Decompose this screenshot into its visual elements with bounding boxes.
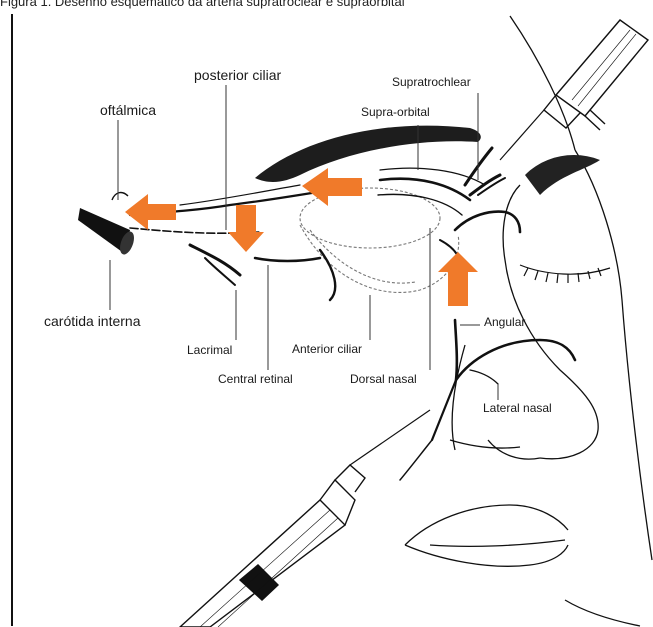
label-oftalmica: oftálmica: [100, 103, 156, 117]
artery-network: [130, 148, 575, 480]
label-lateral-nasal: Lateral nasal: [483, 402, 552, 414]
left-eyebrow: [255, 126, 481, 182]
arrow-left-supraorbital: [302, 168, 362, 206]
face-outline: [405, 16, 652, 626]
label-lacrimal: Lacrimal: [187, 344, 232, 356]
label-central-retinal: Central retinal: [218, 373, 293, 385]
label-supra-orbital: Supra-orbital: [361, 106, 430, 118]
eye-globe: [300, 188, 459, 292]
label-anterior-ciliar: Anterior ciliar: [292, 343, 362, 355]
label-supratrochlear: Supratrochlear: [392, 76, 471, 88]
arrow-up-angular: [438, 252, 478, 306]
syringe-bottom-icon: [180, 410, 430, 627]
arrow-down-lacrimal: [228, 205, 264, 252]
label-dorsal-nasal: Dorsal nasal: [350, 373, 417, 385]
closed-eye-icon: [520, 265, 610, 283]
label-angular: Angular: [484, 316, 525, 328]
arrow-left-oftalmica: [125, 194, 176, 230]
label-posterior-ciliar: posterior ciliar: [194, 68, 281, 82]
syringe-top-icon: [500, 20, 648, 160]
label-carotida-interna: carótida interna: [44, 314, 141, 328]
internal-carotid-artery: [78, 193, 137, 257]
